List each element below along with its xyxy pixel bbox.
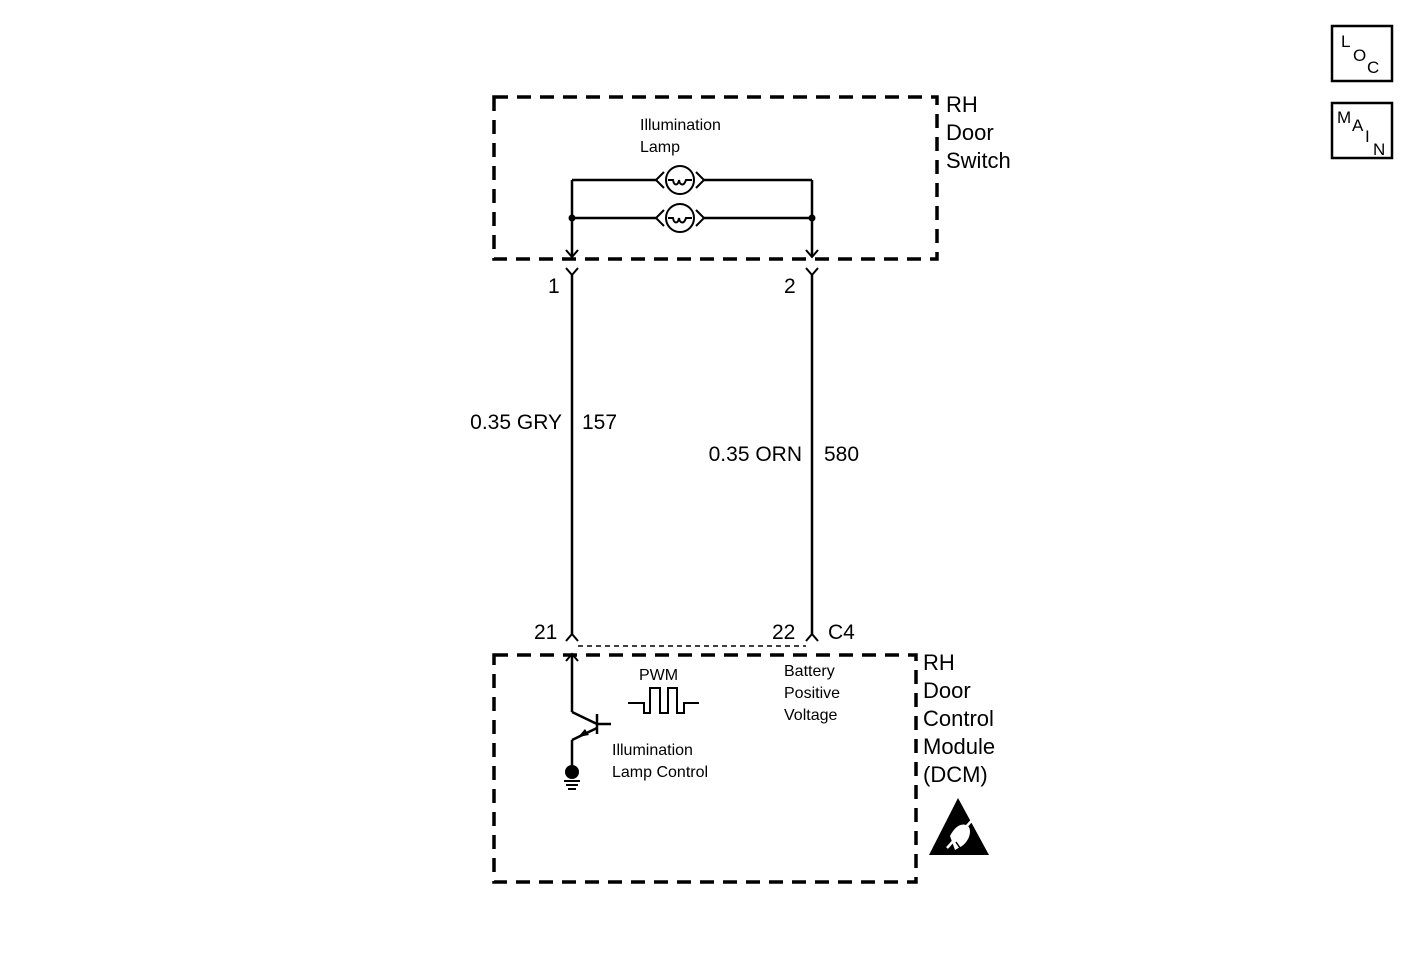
door-control-module-box — [492, 653, 918, 884]
loc-letter-l: L — [1341, 32, 1350, 51]
esd-warning-icon — [929, 798, 989, 855]
door-switch-box — [492, 95, 939, 261]
battery-label-line1: Battery — [784, 663, 835, 680]
lamp-control-label-line2: Lamp Control — [612, 764, 708, 781]
illumination-lamp-1 — [572, 165, 812, 195]
transistor-icon — [570, 710, 611, 766]
main-letter-i: I — [1365, 127, 1370, 146]
ground-icon — [564, 765, 580, 790]
door-switch-label: RH Door Switch — [946, 92, 1011, 173]
main-letter-n: N — [1373, 140, 1385, 159]
dcm-label-line4: Module — [923, 734, 995, 759]
wire-left-spec: 0.35 GRY — [470, 411, 562, 434]
pin-2-label: 2 — [784, 275, 796, 298]
wire-left-circuit: 157 — [582, 411, 617, 434]
connector-c4-label: C4 — [828, 621, 855, 644]
loc-letter-o: O — [1353, 46, 1366, 65]
main-button[interactable]: M A I N — [1330, 101, 1394, 160]
lamp-label-line2: Lamp — [640, 139, 680, 156]
wire-left — [565, 180, 579, 712]
wire-right-circuit: 580 — [824, 443, 859, 466]
loc-letter-c: C — [1367, 58, 1379, 77]
door-switch-label-line2: Door — [946, 120, 994, 145]
lamp-label-line1: Illumination — [640, 117, 721, 134]
illumination-lamp-2 — [572, 203, 812, 233]
dcm-label-line5: (DCM) — [923, 762, 988, 787]
battery-label-line2: Positive — [784, 685, 840, 702]
door-switch-label-line1: RH — [946, 92, 978, 117]
main-letter-a: A — [1352, 116, 1364, 135]
battery-label-line3: Voltage — [784, 707, 837, 724]
dcm-label-line2: Door — [923, 678, 971, 703]
dcm-label-line1: RH — [923, 650, 955, 675]
main-letter-m: M — [1337, 108, 1351, 127]
door-control-module-label: RH Door Control Module (DCM) — [923, 650, 995, 787]
pwm-label: PWM — [639, 667, 678, 684]
wire-right — [805, 180, 819, 642]
lamp-control-label-line1: Illumination — [612, 742, 693, 759]
door-switch-label-line3: Switch — [946, 148, 1011, 173]
dcm-label-line3: Control — [923, 706, 994, 731]
pin-21-label: 21 — [534, 621, 557, 644]
loc-button[interactable]: L O C — [1330, 24, 1394, 83]
wire-right-spec: 0.35 ORN — [709, 443, 802, 466]
pin-1-label: 1 — [548, 275, 560, 298]
pwm-waveform-icon — [628, 687, 699, 714]
pin-22-label: 22 — [772, 621, 795, 644]
